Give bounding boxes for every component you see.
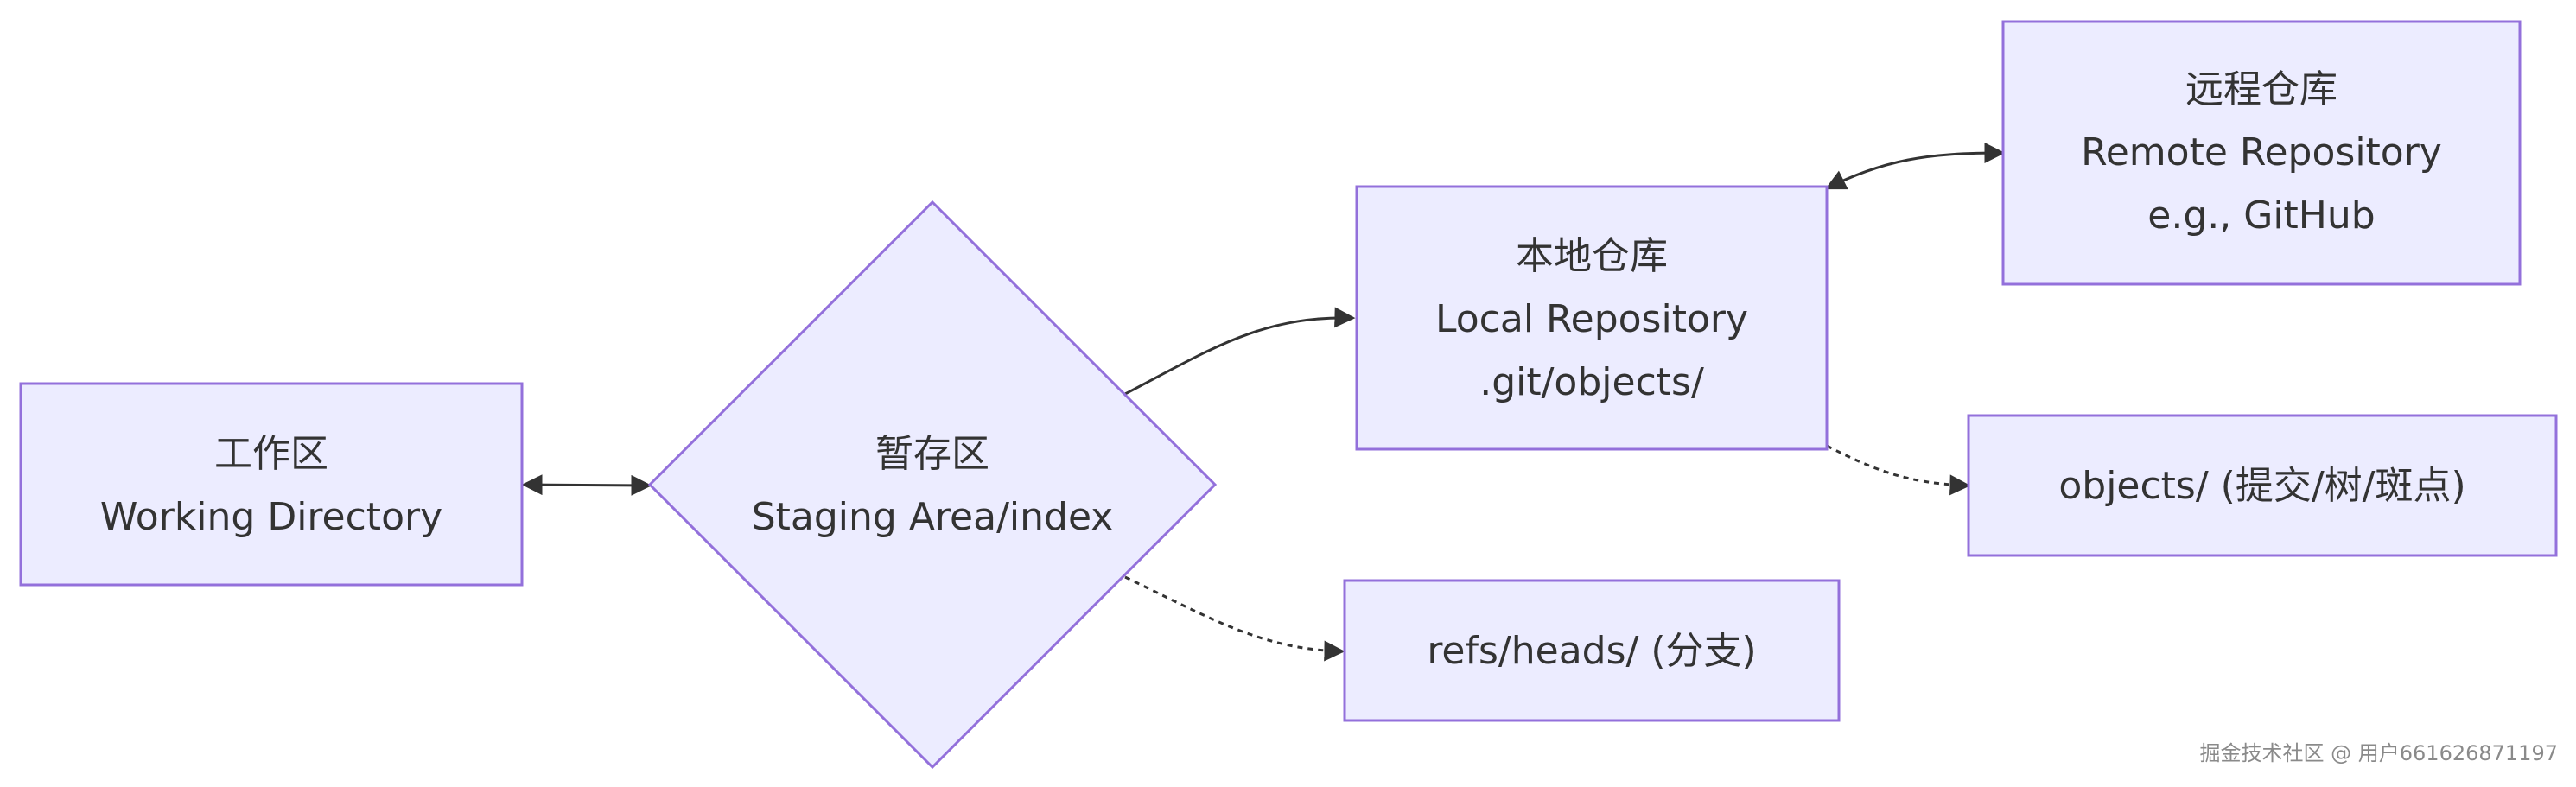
node-remote-title: 远程仓库 [2185,67,2337,111]
node-working-directory: 工作区 Working Directory [19,382,524,587]
node-remote-repository: 远程仓库 Remote Repository e.g., GitHub [2001,20,2522,286]
edge-working-staging [521,474,652,496]
node-staging-subtitle: Staging Area/index [752,495,1114,539]
node-staging-title: 暂存区 [875,432,989,476]
node-local-repository: 本地仓库 Local Repository .git/objects/ [1355,185,1829,451]
node-remote-subtitle: Remote Repository [2081,130,2442,175]
edge-staging-refs [1124,575,1345,662]
node-refs-heads: refs/heads/ (分支) [1343,579,1841,722]
node-working-title: 工作区 [214,432,328,476]
edge-staging-local [1124,307,1356,396]
watermark-text: 掘金技术社区 @ 用户661626871197 [2200,741,2559,765]
node-objects: objects/ (提交/树/斑点) [1967,414,2558,557]
node-local-path: .git/objects/ [1479,360,1704,404]
node-refs-label: refs/heads/ (分支) [1427,629,1756,673]
edges [521,143,2006,662]
node-objects-label: objects/ (提交/树/斑点) [2058,464,2465,508]
edge-local-remote [1824,143,2006,190]
node-staging-area: 暂存区 Staging Area/index [647,200,1218,770]
node-local-title: 本地仓库 [1516,234,1668,278]
edge-local-objects [1826,444,1971,496]
node-remote-example: e.g., GitHub [2147,194,2375,238]
node-local-subtitle: Local Repository [1435,297,1748,341]
node-working-subtitle: Working Directory [100,495,442,539]
